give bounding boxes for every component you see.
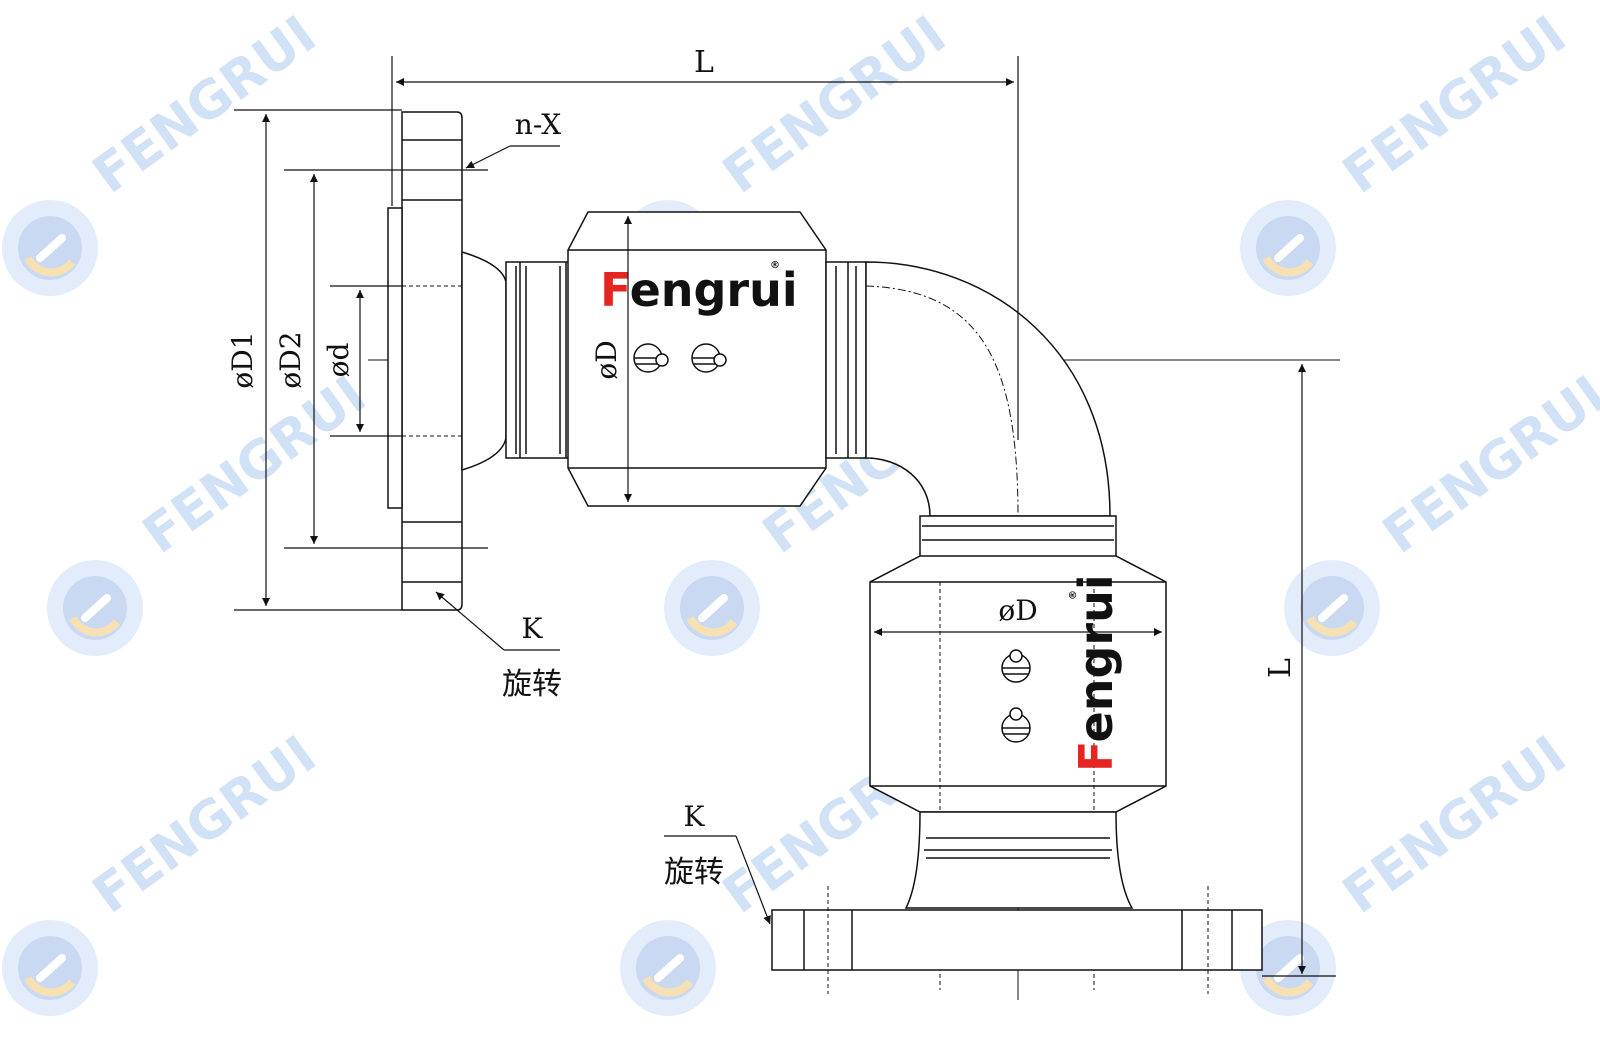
logo-initial: F xyxy=(1069,742,1123,772)
logo-rest: engrui xyxy=(1069,574,1123,742)
leader-bolt-holes xyxy=(465,145,560,169)
dimension-d-inner-label: ød xyxy=(322,343,355,378)
bottom-flange-hidden xyxy=(827,886,1209,994)
svg-text:FENGRUI: FENGRUI xyxy=(82,5,327,206)
dimension-length-top-label: L xyxy=(694,45,714,80)
dimension-length-side-label: L xyxy=(1263,658,1298,678)
watermark-layer: FENGRUI FENGRUI FENGRUI FENGRUI FENGRUI … xyxy=(2,5,1600,1016)
svg-text:FENGRUI: FENGRUI xyxy=(82,725,327,926)
dimension-length-top xyxy=(391,56,1019,440)
dimension-d2 xyxy=(284,169,488,549)
leader-rotate-left-text: 旋转 xyxy=(502,667,562,702)
leader-rotate-bottom-text: 旋转 xyxy=(664,855,724,890)
watermark-text: FENGRUI FENGRUI FENGRUI FENGRUI FENGRUI … xyxy=(82,5,1600,926)
elbow xyxy=(825,261,1111,517)
bottom-flange xyxy=(771,909,1263,971)
leader-rotate-left xyxy=(435,591,560,651)
svg-text:Fengrui: Fengrui xyxy=(1069,574,1123,772)
dimension-length-side xyxy=(1262,364,1336,977)
logo-initial: F xyxy=(600,263,630,317)
leader-rotate-bottom xyxy=(664,835,771,925)
left-neck xyxy=(461,250,577,472)
svg-text:FENGRUI: FENGRUI xyxy=(1372,365,1600,566)
svg-text:FENGRUI: FENGRUI xyxy=(1332,725,1577,926)
leader-rotate-bottom-letter: K xyxy=(684,800,706,833)
brand-logo-upper: Fengrui ® xyxy=(600,260,798,317)
grease-fitting-icon xyxy=(633,343,1031,743)
svg-text:®: ® xyxy=(770,260,780,271)
left-flange xyxy=(387,111,463,611)
svg-text:FENGRUI: FENGRUI xyxy=(132,365,377,566)
svg-text:FENGRUI: FENGRUI xyxy=(1332,5,1577,206)
dimension-d1-label: øD1 xyxy=(226,331,259,388)
left-flange-hidden xyxy=(402,285,462,437)
leader-rotate-left-letter: K xyxy=(522,612,544,645)
logo-rest: engrui xyxy=(630,263,798,317)
dimension-d1 xyxy=(234,109,402,611)
brand-logo-lower: Fengrui ® xyxy=(1068,574,1123,772)
dimension-d-inner xyxy=(330,285,402,437)
svg-text:FENGRUI: FENGRUI xyxy=(712,5,957,206)
bottom-neck xyxy=(904,811,1134,909)
svg-text:Fengrui: Fengrui xyxy=(600,263,798,317)
dimension-d2-label: øD2 xyxy=(274,331,307,388)
svg-text:®: ® xyxy=(1068,590,1079,600)
elbow-hidden xyxy=(865,285,1019,517)
dimension-d-body-lower-label: øD xyxy=(998,594,1037,627)
dimension-d-body-upper-label: øD xyxy=(590,340,623,379)
leader-bolt-holes-label: n-X xyxy=(515,108,561,141)
